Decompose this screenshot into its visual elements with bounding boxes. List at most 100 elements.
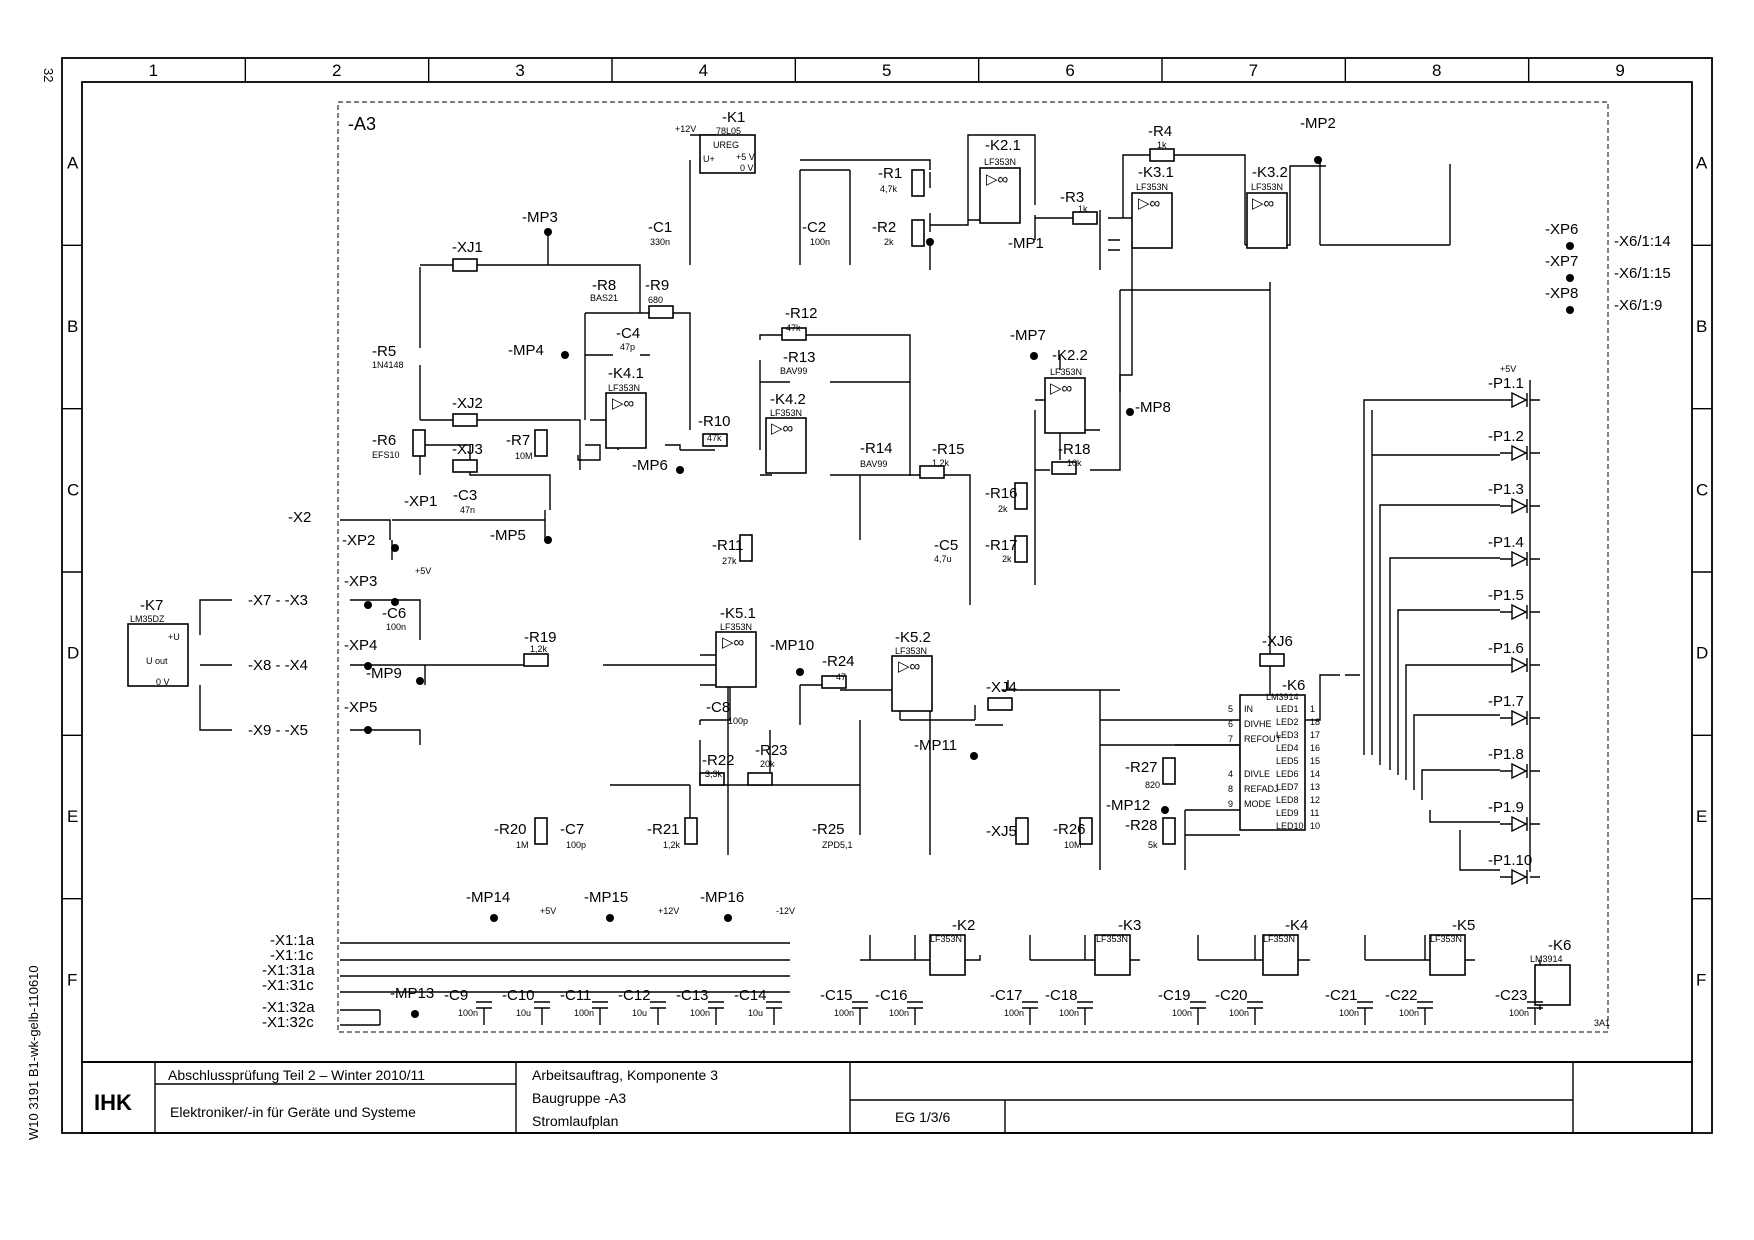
- led-driver-box-k6: [1239, 694, 1306, 831]
- opamp-box-k21: [979, 167, 1021, 224]
- cap-value-C19: 100n: [1172, 1008, 1192, 1018]
- grid-row-left-E: E: [67, 807, 78, 826]
- svg-text:-R16: -R16: [985, 485, 1018, 502]
- opamp-box-k52: [891, 655, 933, 712]
- cap-ref-C20: -C20: [1215, 987, 1248, 1004]
- cap-value-C14: 10u: [748, 1008, 763, 1018]
- cap-value-C11: 100n: [574, 1008, 594, 1018]
- svg-text:1k: 1k: [1157, 140, 1167, 150]
- svg-text:LF353N: LF353N: [608, 383, 640, 393]
- svg-text:4,7u: 4,7u: [934, 554, 952, 564]
- svg-text:-MP14: -MP14: [466, 889, 510, 906]
- led-label-5: -P1.5: [1488, 587, 1524, 604]
- grid-row-right-F: F: [1696, 970, 1706, 989]
- svg-text:100n: 100n: [386, 622, 406, 632]
- svg-text:-MP7: -MP7: [1010, 327, 1046, 344]
- grid-lines: [62, 58, 1712, 900]
- svg-text:-X9 - -X5: -X9 - -X5: [248, 722, 308, 739]
- regulator-part: 78L05: [716, 126, 741, 136]
- svg-text:1,2k: 1,2k: [530, 644, 548, 654]
- k6-right-pin-name-LED3: LED3: [1276, 730, 1299, 740]
- svg-text:LM3914: LM3914: [1530, 954, 1563, 964]
- svg-text:-C5: -C5: [934, 537, 958, 554]
- svg-text:-X1:32a: -X1:32a: [262, 999, 315, 1016]
- svg-text:-X2: -X2: [288, 509, 311, 526]
- k6-right-pin-num-1: 1: [1310, 704, 1315, 714]
- resistor-r17: [1014, 535, 1028, 563]
- k6-left-pin-name-REFADJ: REFADJ: [1244, 784, 1279, 794]
- led-label-4: -P1.4: [1488, 534, 1524, 551]
- k6-right-pin-name-LED5: LED5: [1276, 756, 1299, 766]
- cap-value-C15: 100n: [834, 1008, 854, 1018]
- svg-text:-XP8: -XP8: [1545, 285, 1578, 302]
- svg-text:BAV99: BAV99: [780, 366, 807, 376]
- svg-text:-MP15: -MP15: [584, 889, 628, 906]
- resistor-r2: [911, 219, 925, 247]
- svg-text:-X6/1:14: -X6/1:14: [1614, 233, 1671, 250]
- svg-text:-R19: -R19: [524, 629, 557, 646]
- svg-text:-R21: -R21: [647, 821, 680, 838]
- resistor-r26: [1079, 817, 1093, 845]
- k6-right-pin-num-18: 18: [1310, 717, 1320, 727]
- k6-left-pin-name-MODE: MODE: [1244, 799, 1271, 809]
- cap-ref-C18: -C18: [1045, 987, 1078, 1004]
- grid-row-left-D: D: [67, 644, 79, 663]
- svg-text:-XJ5: -XJ5: [986, 823, 1017, 840]
- k6-right-pin-num-14: 14: [1310, 769, 1320, 779]
- k6-right-pin-name-LED6: LED6: [1276, 769, 1299, 779]
- regulator-line-2: +5 V: [736, 152, 755, 162]
- svg-text:-XP3: -XP3: [344, 573, 377, 590]
- svg-text:-MP13: -MP13: [390, 985, 434, 1002]
- svg-text:20k: 20k: [760, 759, 775, 769]
- svg-text:-R18: -R18: [1058, 441, 1091, 458]
- svg-text:-R7: -R7: [506, 432, 530, 449]
- k6-left-pin-num-6: 6: [1228, 719, 1233, 729]
- resistor-r6: [412, 429, 426, 457]
- led-label-1: -P1.1: [1488, 375, 1524, 392]
- svg-text:-XJ3: -XJ3: [452, 441, 483, 458]
- resistor-r22: [699, 772, 725, 786]
- grid-col-1: 1: [149, 61, 158, 80]
- svg-text:5k: 5k: [1148, 840, 1158, 850]
- side-code: W10 3191 B1-wk-gelb-110610: [26, 965, 41, 1140]
- opamp-box-k41: [605, 392, 647, 449]
- svg-text:LF353N: LF353N: [770, 408, 802, 418]
- svg-text:▷∞: ▷∞: [1138, 195, 1161, 212]
- svg-text:27k: 27k: [722, 556, 737, 566]
- regulator-line-0: UREG: [713, 140, 739, 150]
- svg-text:LF353N: LF353N: [1430, 934, 1462, 944]
- svg-text:▷∞: ▷∞: [1050, 380, 1073, 397]
- task: Arbeitsauftrag, Komponente 3: [532, 1067, 718, 1083]
- led-label-9: -P1.9: [1488, 799, 1524, 816]
- svg-text:2k: 2k: [884, 237, 894, 247]
- grid-row-right-A: A: [1696, 154, 1708, 173]
- resistor-r28: [1162, 817, 1176, 845]
- cap-ref-C9: -C9: [444, 987, 468, 1004]
- svg-text:-X8 - -X4: -X8 - -X4: [248, 657, 308, 674]
- k6-right-pin-num-15: 15: [1310, 756, 1320, 766]
- k6-right-pin-name-LED7: LED7: [1276, 782, 1299, 792]
- svg-text:-K4.1: -K4.1: [608, 365, 644, 382]
- led-label-6: -P1.6: [1488, 640, 1524, 657]
- svg-text:47k: 47k: [707, 433, 722, 443]
- svg-text:-MP10: -MP10: [770, 637, 814, 654]
- k6-right-pin-num-16: 16: [1310, 743, 1320, 753]
- svg-text:-R11: -R11: [712, 537, 743, 554]
- svg-text:-K3.1: -K3.1: [1138, 164, 1174, 181]
- svg-text:10M: 10M: [515, 451, 533, 461]
- grid-col-7: 7: [1249, 61, 1258, 80]
- svg-text:U out: U out: [146, 656, 168, 666]
- svg-text:-R14: -R14: [860, 440, 893, 457]
- svg-text:-K3.2: -K3.2: [1252, 164, 1288, 181]
- svg-text:-XP5: -XP5: [344, 699, 377, 716]
- k6-right-pin-num-17: 17: [1310, 730, 1320, 740]
- k6-left-pin-num-8: 8: [1228, 784, 1233, 794]
- k6-right-pin-name-LED8: LED8: [1276, 795, 1299, 805]
- k6-left-pin-name-DIVLE: DIVLE: [1244, 769, 1270, 779]
- svg-text:-R6: -R6: [372, 432, 396, 449]
- svg-text:-K5.2: -K5.2: [895, 629, 931, 646]
- svg-text:-R12: -R12: [785, 305, 818, 322]
- svg-text:LM3914: LM3914: [1266, 692, 1299, 702]
- grid-col-9: 9: [1615, 61, 1624, 80]
- svg-text:-XP1: -XP1: [404, 493, 437, 510]
